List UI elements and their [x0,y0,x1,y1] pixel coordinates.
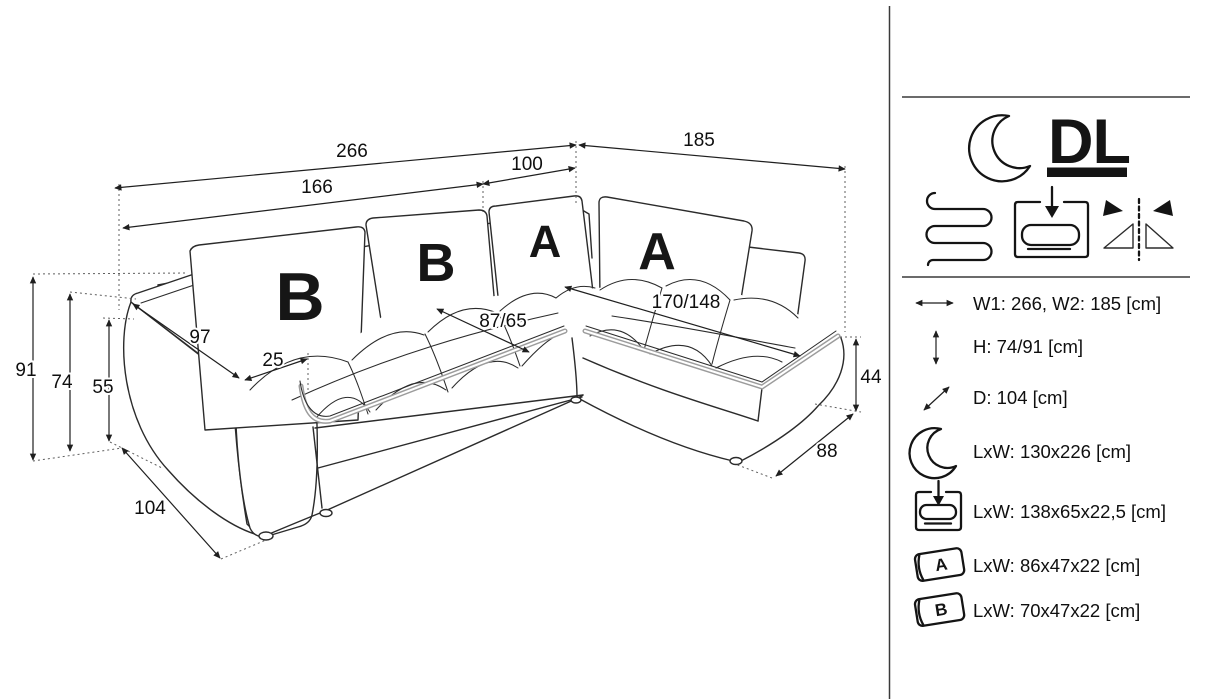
spec-cushion-b-text: LxW: 70x47x22 [cm] [973,600,1140,621]
spec-row-storage: LxW: 138x65x22,5 [cm] [914,479,1166,532]
cushion-b-icon-label: B [934,599,949,620]
spec-row-cushion-a: A LxW: 86x47x22 [cm] [913,547,1140,583]
reversible-corner-icon [1103,197,1174,262]
spec-row-width: W1: 266, W2: 185 [cm] [915,293,1161,314]
dim-height-back: 74 [51,372,73,393]
cushion-label-b2: B [417,233,456,293]
dim-depth: 104 [134,498,166,519]
logo-underline [1047,167,1127,177]
spring-icon [925,191,993,267]
spec-storage-text: LxW: 138x65x22,5 [cm] [973,501,1166,522]
legend-panel: DL W [888,6,1190,699]
cushion-a-icon: A [913,547,966,583]
spec-height-text: H: 74/91 [cm] [973,336,1083,357]
cushion-b-icon: B [913,592,966,628]
storage-box-icon [1013,185,1090,259]
cushion-label-a1: A [529,216,562,267]
dim-chaise-height: 44 [860,367,882,388]
spec-rows: W1: 266, W2: 185 [cm] H: 74/91 [cm] D: 1… [908,293,1166,628]
sofa-drawing: B B A A [123,195,845,541]
spec-cushion-a-text: LxW: 86x47x22 [cm] [973,555,1140,576]
depth-arrow-icon [923,386,950,411]
dim-height-arm: 55 [92,377,113,398]
spec-row-depth: D: 104 [cm] [923,386,1068,411]
dim-corner-width: 100 [511,154,543,175]
spec-row-cushion-b: B LxW: 70x47x22 [cm] [913,592,1140,628]
dim-chaise-length: 185 [683,130,715,151]
dim-left-width: 166 [301,177,333,198]
moon-icon [968,114,1032,183]
dim-arm-length: 97 [189,327,210,348]
cushion-label-a2: A [638,223,676,281]
dimension-annotations: 266 166 100 185 91 74 55 104 97 25 87/65… [13,128,884,560]
spec-sleeping-text: LxW: 130x226 [cm] [973,441,1131,462]
dimension-lines [29,142,860,559]
dim-arm-width: 25 [262,350,283,371]
moon-icon-small [908,427,958,480]
dim-height-total: 91 [15,360,36,381]
cushion-a-icon-label: A [934,554,949,575]
chaise-base [571,337,845,463]
spec-row-height: H: 74/91 [cm] [932,330,1083,365]
cushion-label-b1: B [275,259,324,335]
spec-width-text: W1: 266, W2: 185 [cm] [973,293,1161,314]
spec-depth-text: D: 104 [cm] [973,387,1068,408]
sofa-feet [258,396,743,541]
dim-bed-width: 170/148 [652,292,721,313]
legend-header: DL [925,107,1174,267]
dim-seat-depth: 87/65 [479,311,527,332]
storage-box-icon-small [914,479,963,532]
dim-total-width: 266 [336,141,368,162]
brand-logo: DL [1048,107,1130,177]
dim-chaise-width: 88 [816,441,837,462]
spec-row-sleeping: LxW: 130x226 [cm] [908,427,1131,480]
